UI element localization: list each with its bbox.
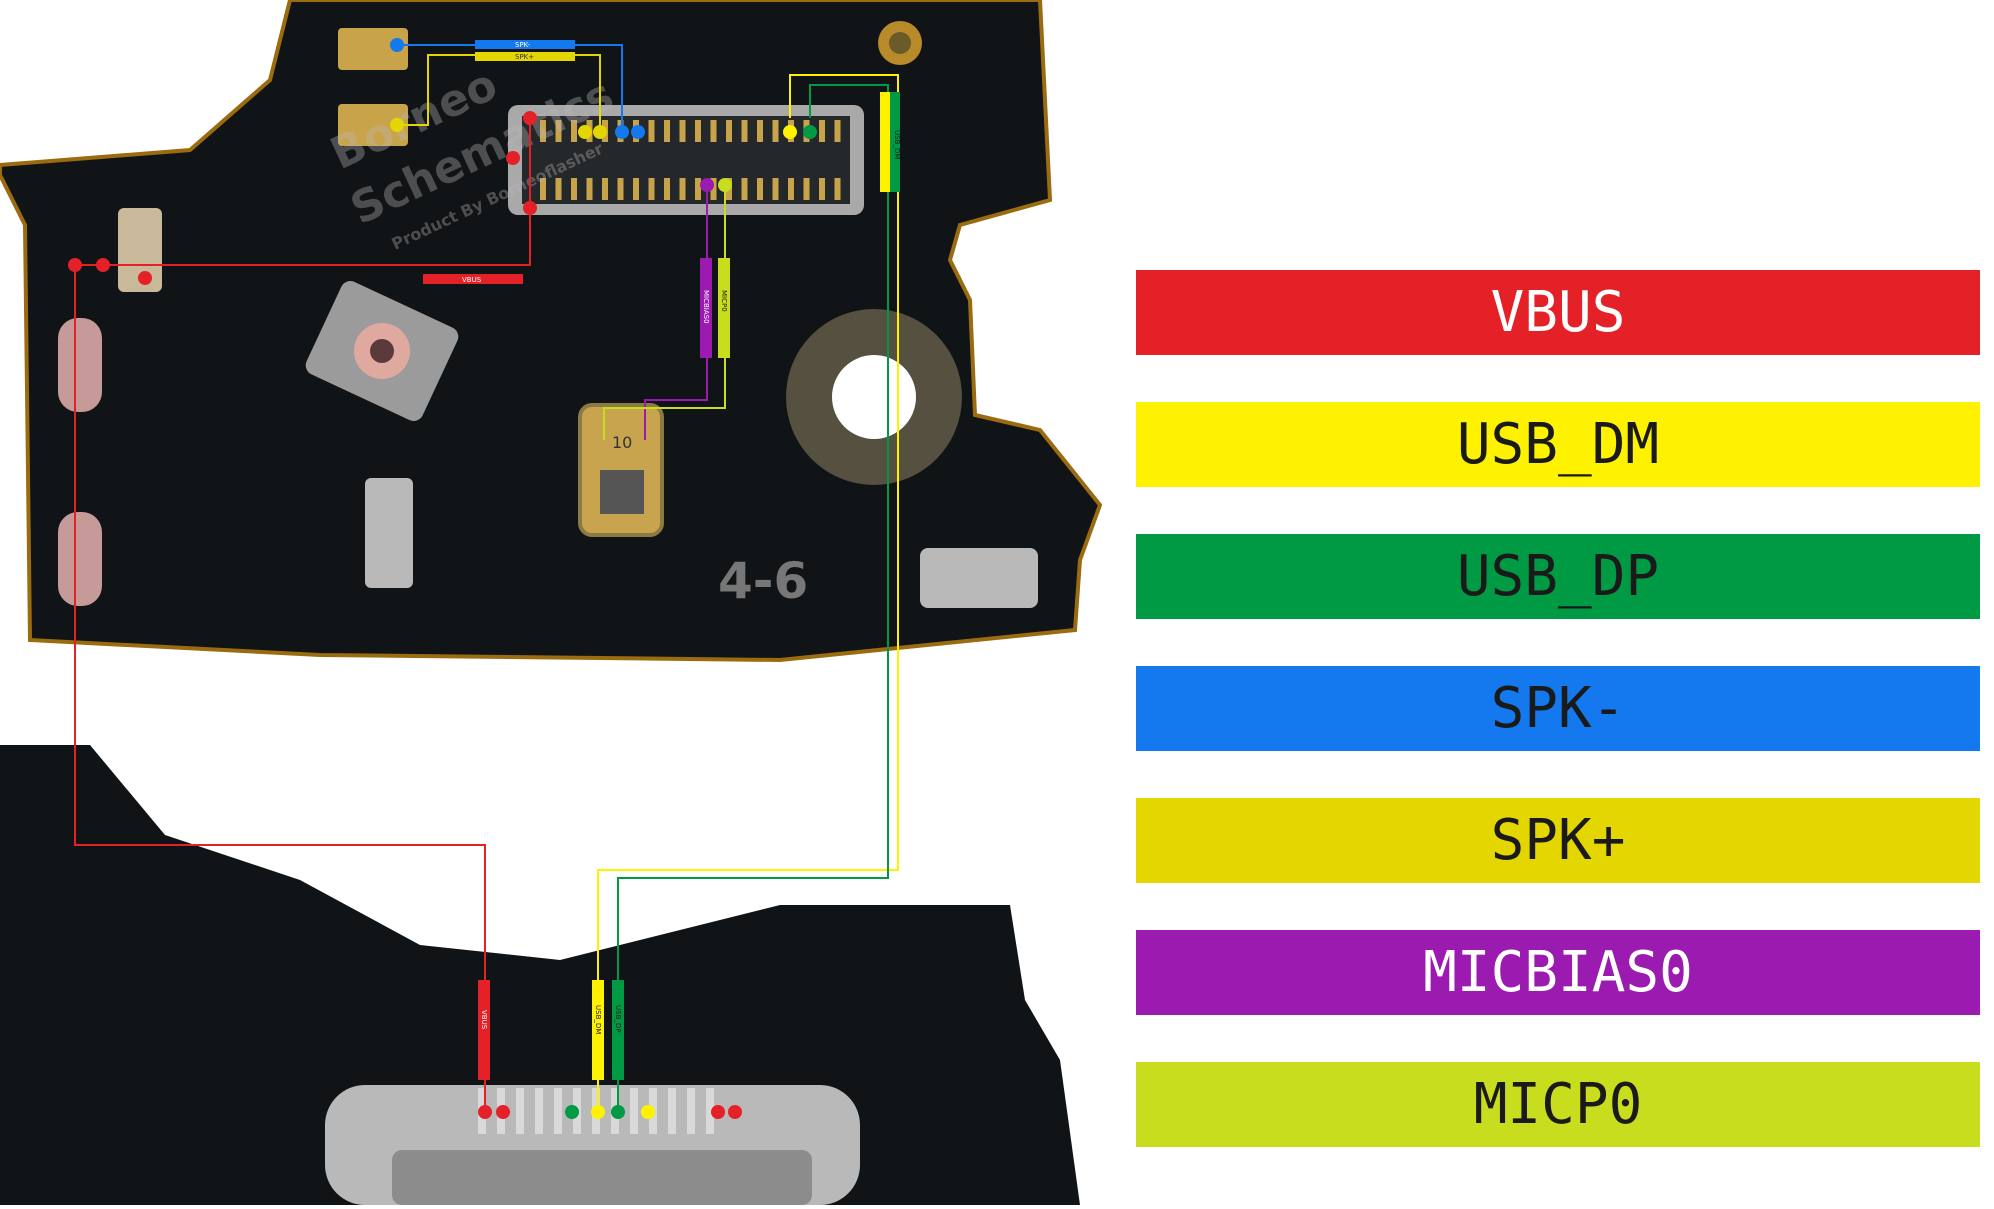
test-point: [478, 1105, 492, 1119]
pcb-board-view: 10 4-6 Borneo Schematics Product By Born…: [0, 0, 1103, 1205]
test-point: [96, 258, 110, 272]
trace-spk-minus: [397, 44, 623, 130]
label-usb-dp-bottom: USB_DP: [614, 1005, 622, 1032]
test-point: [565, 1105, 579, 1119]
label-spk-plus: SPK+: [515, 53, 534, 61]
spk-pad-1: [338, 28, 408, 70]
silkscreen-label: 4-6: [718, 552, 808, 610]
legend-item-micp0: MICP0: [1136, 1062, 1980, 1147]
legend-item-micbias0: MICBIAS0: [1136, 930, 1980, 1015]
test-point: [615, 125, 629, 139]
test-point: [578, 125, 592, 139]
label-vbus-bottom: VBUS: [480, 1010, 488, 1030]
test-point: [138, 271, 152, 285]
test-point: [591, 1105, 605, 1119]
label-usb-dm-bottom: USB_DM: [594, 1005, 602, 1034]
test-point: [523, 111, 537, 125]
legend-item-vbus: VBUS: [1136, 270, 1980, 355]
test-point: [700, 178, 714, 192]
legend-item-usb-dp: USB_DP: [1136, 534, 1980, 619]
test-point: [728, 1105, 742, 1119]
test-point: [506, 151, 520, 165]
test-point: [390, 118, 404, 132]
test-point: [718, 178, 732, 192]
pcb-diagram: 10 4-6 Borneo Schematics Product By Born…: [0, 0, 1103, 1205]
mic-code-label: 10: [612, 433, 632, 452]
test-point: [68, 258, 82, 272]
test-point: [803, 125, 817, 139]
trace-usb-dp: [617, 84, 889, 1110]
legend-item-usb-dm: USB_DM: [1136, 402, 1980, 487]
label-micp0: MICP0: [720, 290, 728, 312]
legend-item-spkminus: SPK-: [1136, 666, 1980, 751]
trace-usb-dm: [597, 74, 899, 1110]
legend-item-spkplus: SPK+: [1136, 798, 1980, 883]
test-point: [390, 38, 404, 52]
test-point: [641, 1105, 655, 1119]
test-point: [631, 125, 645, 139]
test-point: [711, 1105, 725, 1119]
label-micbias0: MICBIAS0: [702, 290, 710, 324]
test-points: [68, 38, 817, 1119]
spk-pad-2: [338, 104, 408, 146]
test-point: [593, 125, 607, 139]
test-point: [496, 1105, 510, 1119]
test-point: [523, 201, 537, 215]
label-spk-minus: SPK-: [515, 41, 531, 49]
test-point: [783, 125, 797, 139]
test-point: [611, 1105, 625, 1119]
label-vbus-top: VBUS: [462, 276, 482, 284]
label-usb-dm-top: USB_DM: [893, 130, 901, 159]
trace-spk-plus: [397, 54, 601, 130]
